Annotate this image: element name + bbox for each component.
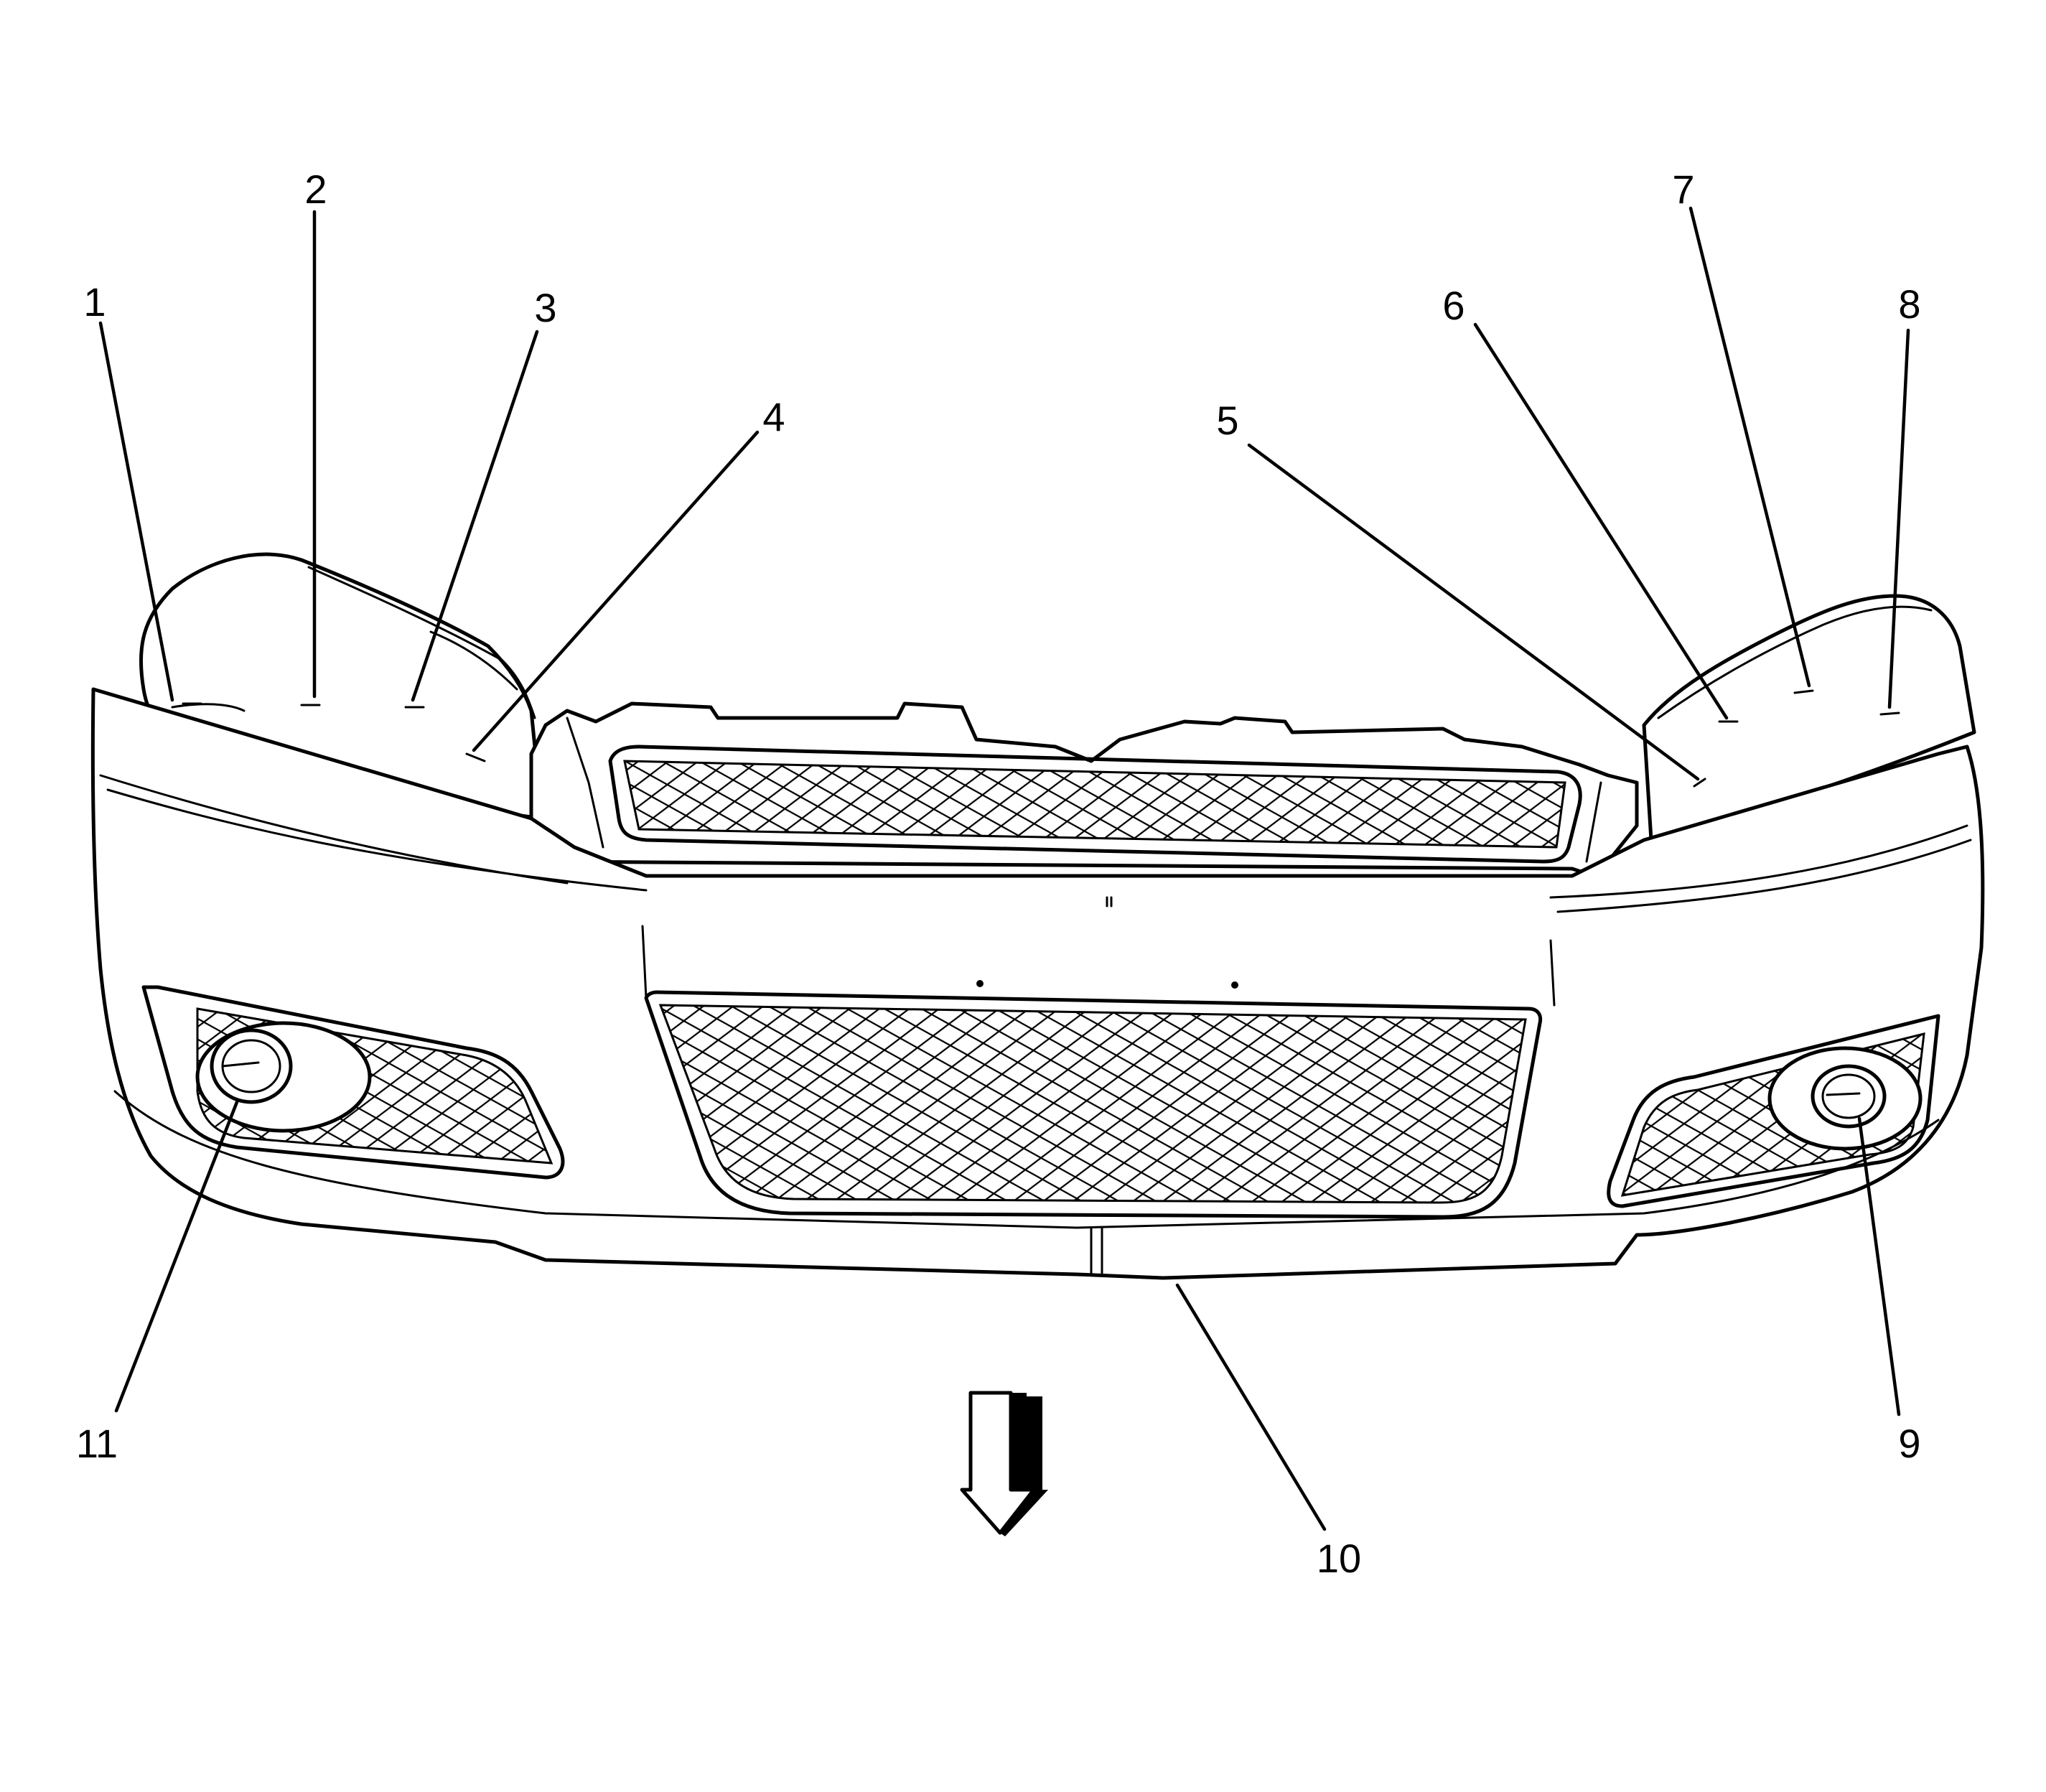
callout-7: 7 (1672, 167, 1694, 212)
leader-1 (98, 321, 174, 702)
callout-8: 8 (1898, 281, 1920, 327)
left-fog-lamp-recess (141, 985, 565, 1180)
callout-9: 9 (1898, 1421, 1920, 1466)
callout-4: 4 (762, 394, 785, 439)
callout-3: 3 (534, 285, 556, 330)
callout-6: 6 (1442, 283, 1465, 328)
callout-5: 5 (1216, 398, 1238, 443)
callout-1: 1 (83, 279, 106, 325)
callout-2: 2 (304, 167, 327, 212)
down-arrow-icon (960, 1391, 1048, 1536)
callout-labels: 1 2 3 4 5 6 7 8 9 10 11 (76, 167, 1921, 1581)
leader-7 (1688, 206, 1811, 688)
callout-10: 10 (1317, 1536, 1361, 1581)
leader-5 (1247, 443, 1700, 781)
leader-8 (1887, 328, 1910, 709)
leader-lines (98, 206, 1910, 1531)
leader-9 (1857, 1116, 1901, 1417)
right-fog-lamp-recess (1607, 1014, 1940, 1208)
callout-11: 11 (76, 1421, 118, 1466)
leader-10 (1175, 1283, 1327, 1531)
lower-grille (644, 990, 1543, 1219)
leader-6 (1473, 322, 1729, 720)
leader-4 (472, 430, 760, 752)
leader-11 (114, 1100, 239, 1413)
leader-3 (411, 330, 539, 702)
upper-grille (608, 745, 1582, 864)
